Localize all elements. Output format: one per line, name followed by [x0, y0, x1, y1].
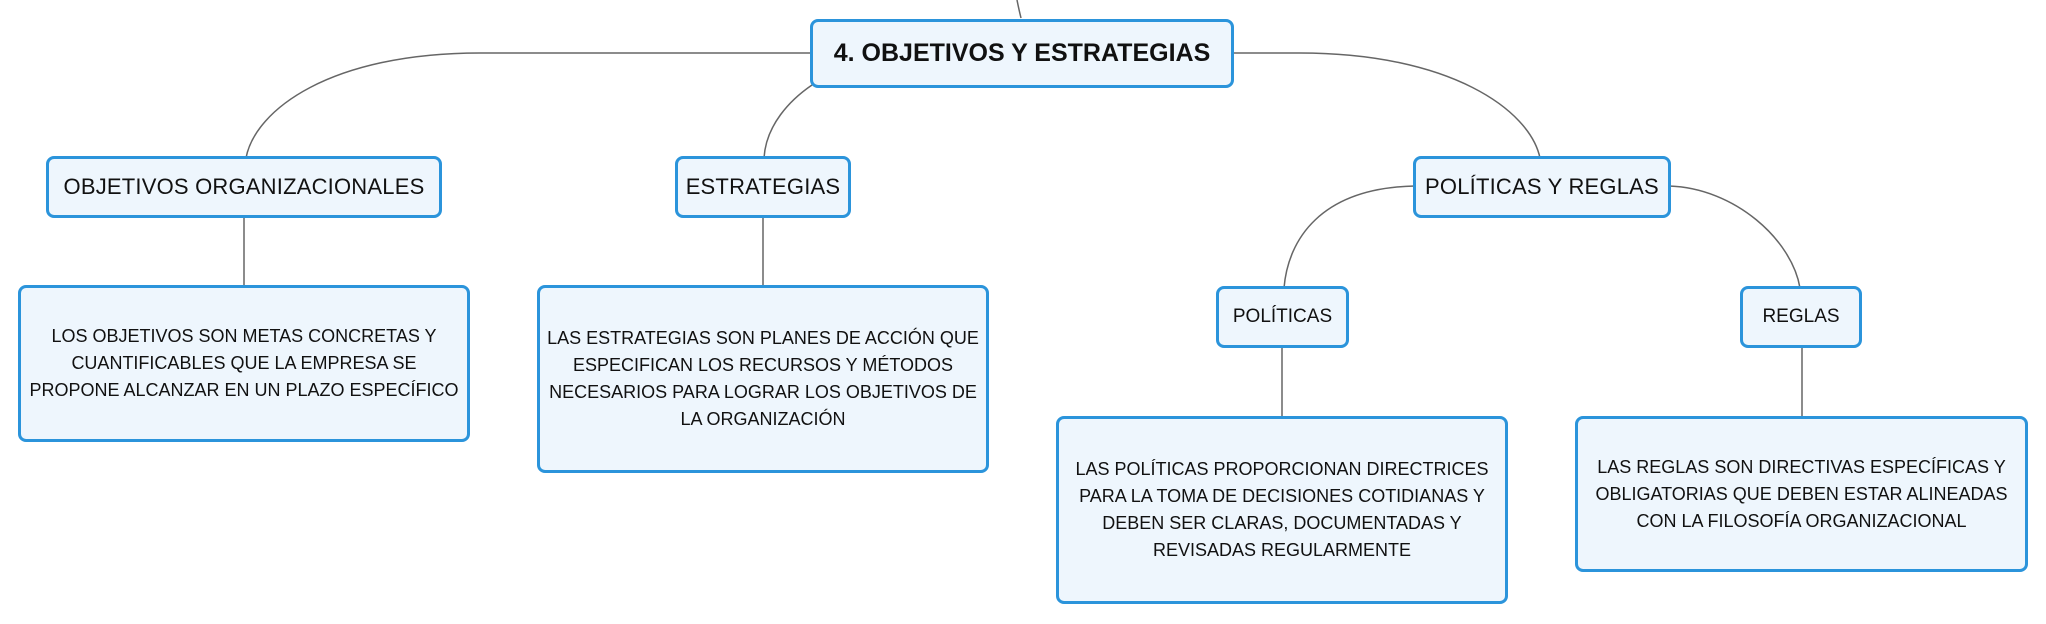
connector-politicas-reglas-to-reglas [1668, 185, 1801, 289]
reglas-node[interactable]: REGLAS [1740, 286, 1862, 348]
politicas-node[interactable]: POLÍTICAS [1216, 286, 1349, 348]
reglas-description-node[interactable]: LAS REGLAS SON DIRECTIVAS ESPECÍFICAS Y … [1575, 416, 2028, 572]
reglas-label: REGLAS [1762, 306, 1840, 327]
estrategias-description-text: LAS ESTRATEGIAS SON PLANES DE ACCIÓN QUE… [547, 328, 979, 429]
connector-main-to-estrategias [763, 84, 813, 159]
estrategias-node[interactable]: ESTRATEGIAS [675, 156, 851, 218]
main-topic-label: 4. OBJETIVOS Y ESTRATEGIAS [833, 39, 1211, 67]
connector-parent-to-main [1016, 0, 1022, 19]
main-topic-node[interactable]: 4. OBJETIVOS Y ESTRATEGIAS [810, 19, 1234, 88]
estrategias-label: ESTRATEGIAS [685, 174, 841, 199]
politicas-y-reglas-label: POLÍTICAS Y REGLAS [1425, 174, 1659, 199]
objetivos-description-text: LOS OBJETIVOS SON METAS CONCRETAS Y CUAN… [29, 326, 459, 400]
objetivos-organizacionales-label: OBJETIVOS ORGANIZACIONALES [63, 174, 425, 199]
politicas-description-text: LAS POLÍTICAS PROPORCIONAN DIRECTRICES P… [1075, 459, 1489, 560]
objetivos-organizacionales-node[interactable]: OBJETIVOS ORGANIZACIONALES [46, 156, 442, 218]
connector-main-to-objetivos [245, 52, 810, 159]
reglas-description-text: LAS REGLAS SON DIRECTIVAS ESPECÍFICAS Y … [1595, 456, 2008, 531]
politicas-y-reglas-node[interactable]: POLÍTICAS Y REGLAS [1413, 156, 1671, 218]
politicas-description-node[interactable]: LAS POLÍTICAS PROPORCIONAN DIRECTRICES P… [1056, 416, 1508, 604]
politicas-label: POLÍTICAS [1232, 306, 1333, 327]
estrategias-description-node[interactable]: LAS ESTRATEGIAS SON PLANES DE ACCIÓN QUE… [537, 285, 989, 473]
objetivos-description-node[interactable]: LOS OBJETIVOS SON METAS CONCRETAS Y CUAN… [18, 285, 470, 442]
connector-politicas-reglas-to-politicas [1283, 185, 1416, 289]
connector-main-to-politicas-reglas [1234, 52, 1541, 159]
